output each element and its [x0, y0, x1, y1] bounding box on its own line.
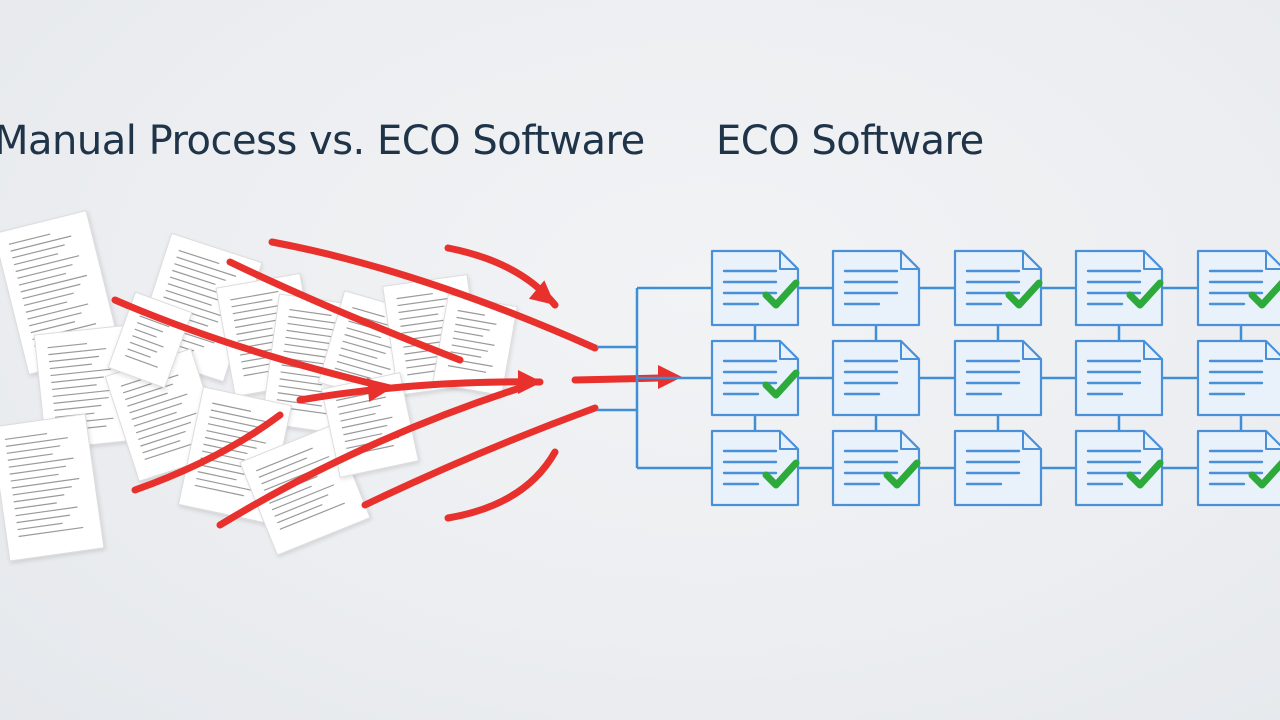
- checkmark-icon: [883, 459, 921, 489]
- document-icon: [953, 339, 1043, 417]
- checkmark-icon: [1248, 280, 1280, 309]
- checkmark-icon: [1248, 460, 1280, 489]
- workflow-connectors: [597, 286, 1243, 470]
- document-icon: [1196, 339, 1280, 417]
- document-icon: [831, 429, 921, 507]
- red-arrow-icon: [444, 244, 559, 309]
- document-icon: [1196, 249, 1280, 327]
- document-icon: [953, 429, 1043, 507]
- document-icon: [710, 339, 800, 417]
- paper-sheet-icon: [320, 372, 420, 478]
- red-arrow-icon: [296, 370, 544, 404]
- red-arrow-icon: [131, 411, 284, 494]
- eco-software-heading: ECO Software: [716, 118, 984, 164]
- document-icon: [1196, 429, 1280, 507]
- document-icon: [1074, 429, 1164, 507]
- document-icon: [831, 339, 921, 417]
- red-arrow-icon: [216, 384, 524, 529]
- document-icon: [831, 249, 921, 327]
- document-grid: [710, 249, 1280, 507]
- red-arrow-icon: [361, 404, 599, 509]
- document-icon: [1074, 249, 1164, 327]
- checkmark-icon: [1126, 459, 1164, 489]
- scattered-papers: [0, 210, 518, 562]
- chaotic-arrows: [111, 238, 682, 529]
- document-icon: [953, 249, 1043, 327]
- paper-sheet-icon: [0, 413, 105, 562]
- checkmark-icon: [762, 459, 800, 489]
- document-icon: [1074, 339, 1164, 417]
- checkmark-icon: [1005, 279, 1043, 309]
- red-arrow-icon: [226, 258, 464, 364]
- document-icon: [710, 249, 800, 327]
- checkmark-icon: [1126, 279, 1164, 309]
- checkmark-icon: [762, 369, 800, 399]
- red-arrow-icon: [268, 238, 599, 352]
- red-arrow-icon: [444, 448, 559, 522]
- checkmark-icon: [762, 279, 800, 309]
- manual-vs-eco-heading: Manual Process vs. ECO Software: [0, 118, 645, 164]
- document-icon: [710, 429, 800, 507]
